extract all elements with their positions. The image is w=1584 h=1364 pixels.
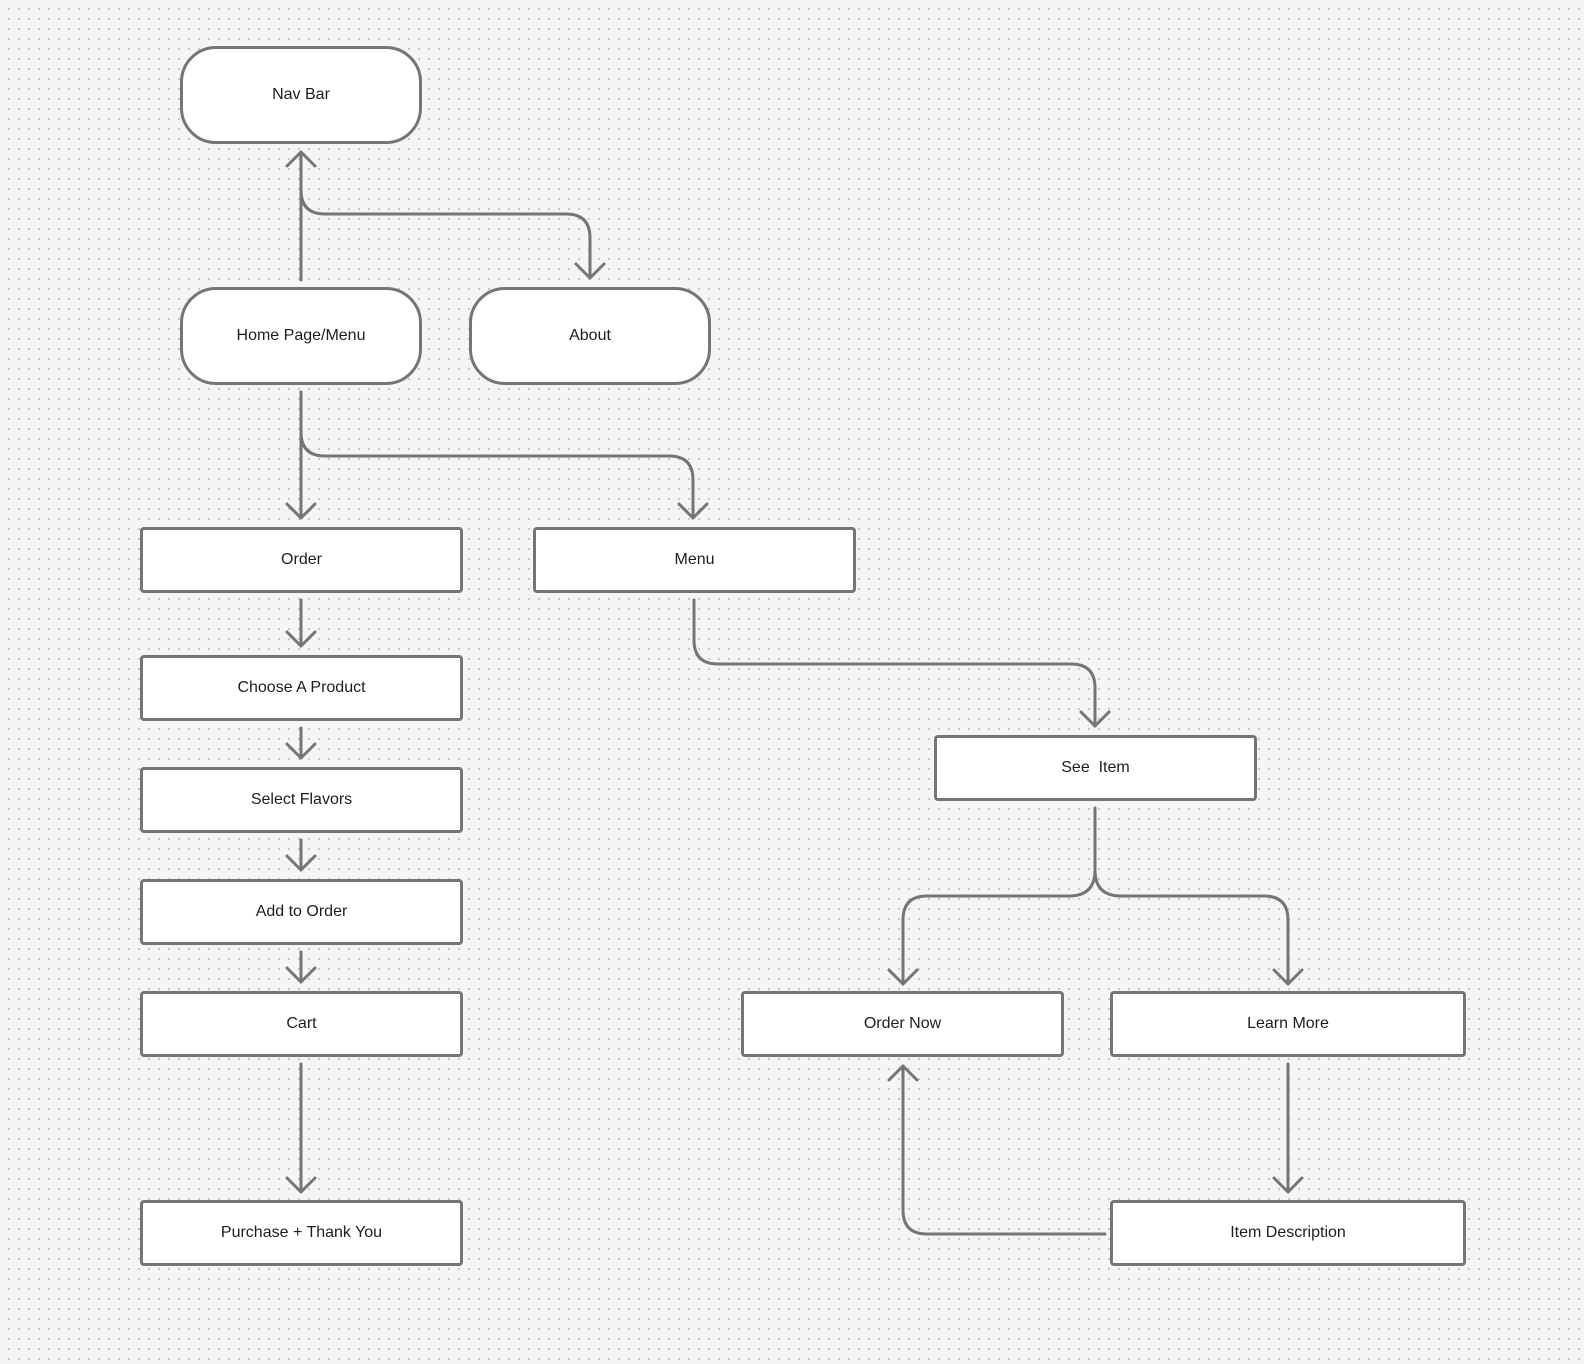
edge-home-to-about (299, 188, 606, 280)
edge-home-to-menu (299, 430, 709, 520)
node-item-description[interactable]: Item Description (1110, 1200, 1466, 1266)
node-select-flavors[interactable]: Select Flavors (140, 767, 463, 833)
edge-add-to-cart (285, 950, 317, 984)
node-menu[interactable]: Menu (533, 527, 856, 593)
edge-learn-more-to-description (1272, 1062, 1304, 1194)
node-cart[interactable]: Cart (140, 991, 463, 1057)
node-home-page-menu[interactable]: Home Page/Menu (180, 287, 422, 385)
node-order-now[interactable]: Order Now (741, 991, 1064, 1057)
edge-menu-to-see-item (692, 598, 1111, 728)
edge-flavors-to-add (285, 838, 317, 872)
edge-home-to-navbar (285, 150, 317, 282)
node-learn-more[interactable]: Learn More (1110, 991, 1466, 1057)
edge-see-item-to-learn-more (1093, 868, 1304, 986)
node-order[interactable]: Order (140, 527, 463, 593)
node-choose-a-product[interactable]: Choose A Product (140, 655, 463, 721)
node-nav-bar[interactable]: Nav Bar (180, 46, 422, 144)
edge-cart-to-purchase (285, 1062, 317, 1194)
edge-home-to-order (285, 390, 317, 520)
edge-see-item-to-order-now (887, 806, 1097, 986)
node-add-to-order[interactable]: Add to Order (140, 879, 463, 945)
node-purchase-thank-you[interactable]: Purchase + Thank You (140, 1200, 463, 1266)
node-see-item[interactable]: See Item (934, 735, 1257, 801)
edge-choose-to-flavors (285, 726, 317, 760)
edge-order-to-choose (285, 598, 317, 648)
node-about[interactable]: About (469, 287, 711, 385)
edge-description-to-order-now (887, 1064, 1107, 1236)
